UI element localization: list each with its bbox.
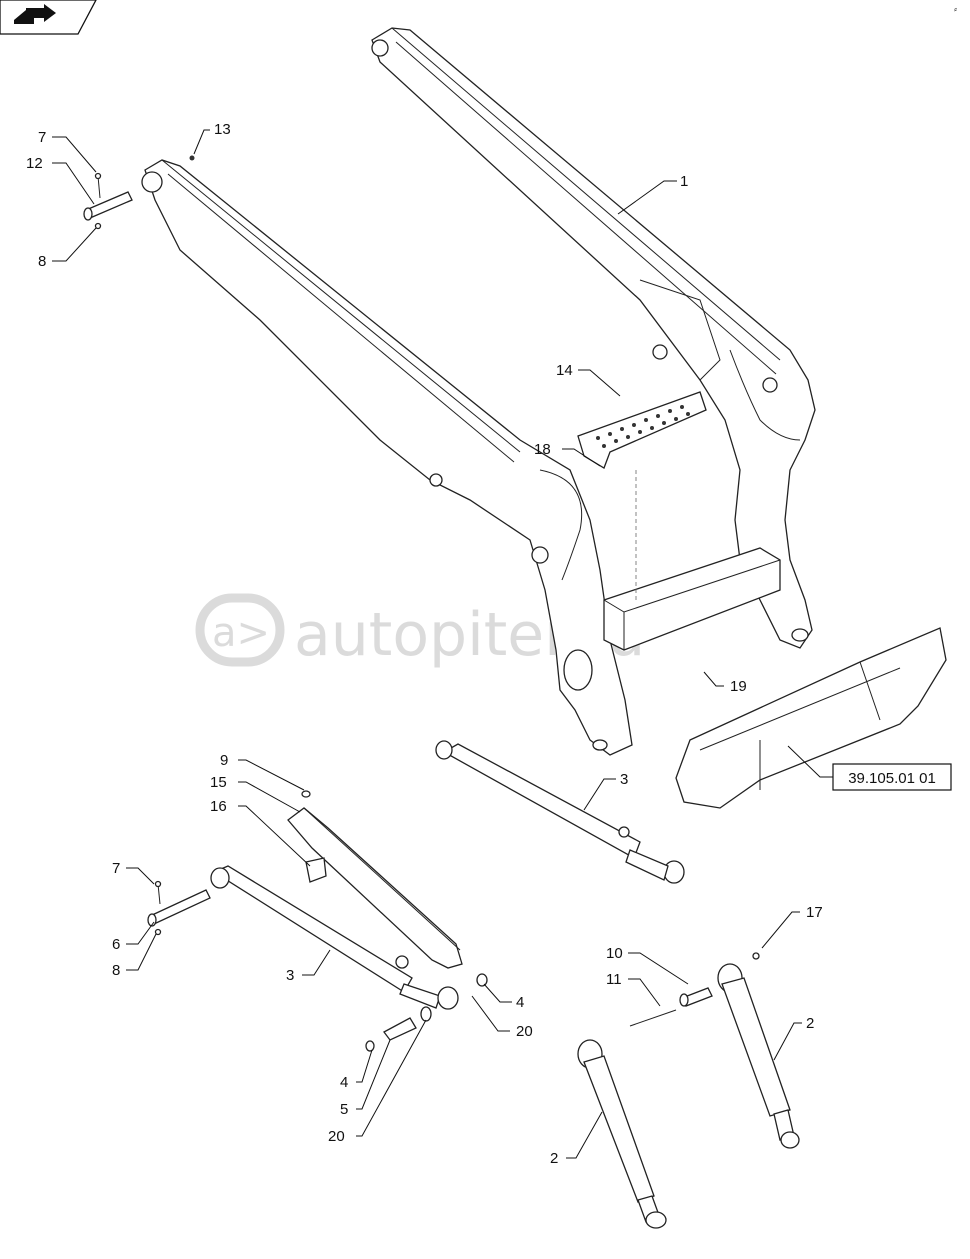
callout-3-lower: 3 [286, 967, 294, 984]
callout-4-right: 4 [516, 994, 524, 1011]
callout-8-lower: 8 [112, 962, 120, 979]
step-plate [577, 391, 707, 469]
reference-box[interactable]: 39.105.01 01 [832, 763, 952, 791]
callout-7-lower: 7 [112, 860, 120, 877]
callout-17: 17 [806, 904, 823, 921]
forward-arrow-icon [14, 4, 56, 24]
callout-5: 5 [340, 1101, 348, 1118]
corner-mark: ⸗ [954, 5, 957, 15]
loader-arm [141, 27, 816, 756]
callout-10: 10 [606, 945, 623, 962]
callout-9: 9 [220, 752, 228, 769]
pin-assembly-top [83, 155, 195, 230]
callout-7-top: 7 [38, 129, 46, 146]
lift-pin-assembly [629, 952, 760, 1027]
callout-labels: 1 7 12 8 13 14 18 19 9 15 16 3 7 6 8 3 4… [26, 121, 823, 1167]
callout-6: 6 [112, 936, 120, 953]
callout-14: 14 [556, 362, 573, 379]
callout-4-left: 4 [340, 1074, 348, 1091]
callout-15: 15 [210, 774, 227, 791]
callout-8-top: 8 [38, 253, 46, 270]
lift-cylinder-right [717, 963, 800, 1149]
callout-2-right: 2 [806, 1015, 814, 1032]
pin-assembly-lower [147, 880, 488, 1052]
reference-label[interactable]: 39.105.01 01 [848, 770, 936, 787]
lift-cylinder-left [577, 1039, 667, 1229]
callout-11: 11 [606, 971, 622, 988]
callout-20-right: 20 [516, 1023, 533, 1040]
chassis-reference [675, 627, 947, 809]
tilt-cylinder-lower [210, 865, 459, 1010]
tilt-link [287, 790, 463, 969]
callout-20-left: 20 [328, 1128, 345, 1145]
callout-12: 12 [26, 155, 43, 172]
nav-box[interactable] [0, 0, 97, 35]
callout-13: 13 [214, 121, 231, 138]
leader-lines [52, 129, 833, 1159]
callout-18: 18 [534, 441, 551, 458]
callout-2-left: 2 [550, 1150, 558, 1167]
callout-16: 16 [210, 798, 227, 815]
callout-1: 1 [680, 173, 688, 190]
callout-3-upper: 3 [620, 771, 628, 788]
svg-text:a>: a> [212, 610, 270, 656]
callout-19: 19 [730, 678, 747, 695]
tilt-cylinder-upper [435, 740, 685, 884]
